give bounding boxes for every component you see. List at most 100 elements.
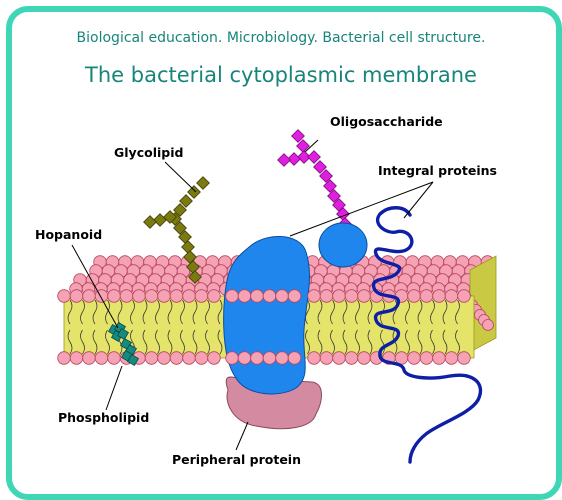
lipid-tail-lower (105, 329, 110, 355)
label-hopanoid: Hopanoid (35, 227, 102, 242)
lipid-tail-upper (442, 299, 448, 325)
lipid-head-bottom (157, 351, 171, 365)
lipid-tail-upper (105, 299, 110, 325)
lipid-tail-upper (430, 299, 435, 325)
leader-line (164, 161, 197, 193)
glycolipid-sugar (196, 176, 210, 190)
leader-line (105, 365, 123, 411)
hopanoid-ring (116, 327, 130, 341)
lipid-head-bottom (344, 351, 359, 365)
lipid-head-bottom (432, 351, 446, 365)
lipid-head-top (69, 289, 84, 303)
leader-line (403, 181, 434, 219)
oligosaccharide-sugar (307, 150, 321, 164)
lipid-head-top (407, 289, 421, 303)
lipid-head-bottom (107, 351, 121, 365)
glycolipid-sugar (183, 250, 197, 264)
lipid-tail-upper (117, 299, 123, 325)
lipid-tail-lower (167, 329, 173, 355)
lipid-head-top (237, 289, 252, 303)
lipid-tail-lower (80, 329, 85, 355)
glycolipid-sugar (181, 240, 195, 254)
label-peripheral-protein: Peripheral protein (172, 452, 301, 467)
label-oligosaccharide: Oligosaccharide (330, 114, 443, 129)
lipid-head-bottom (419, 351, 434, 365)
oligosaccharide-sugar (323, 179, 337, 193)
oligosaccharide-sugar (277, 153, 291, 167)
lipid-head-bottom (144, 351, 159, 365)
glycolipid-sugar (153, 213, 167, 227)
hopanoid-molecule (107, 321, 140, 367)
lipid-head-top (82, 289, 96, 303)
label-phospholipid: Phospholipid (58, 410, 149, 425)
lipid-tail-upper (130, 299, 135, 325)
lipid-tail-upper (355, 299, 360, 325)
lipid-tail-lower (217, 329, 223, 355)
lipid-head-top (119, 289, 134, 303)
lipid-head-bottom (69, 351, 84, 365)
front-lipid-heads (57, 289, 471, 365)
lipid-tail-upper (367, 299, 373, 325)
lipid-head-top (157, 289, 171, 303)
lipid-tail-upper (67, 299, 73, 325)
lipid-tail-upper (180, 299, 185, 325)
oligosaccharide-sugar (297, 150, 311, 164)
lipid-head-top (182, 289, 196, 303)
leader-line (289, 181, 434, 237)
glycolipid-sugar (173, 203, 187, 217)
lipid-head-top (262, 289, 277, 303)
lipid-head-bottom (225, 351, 239, 365)
lipid-head-top (225, 289, 239, 303)
hopanoid-ring (126, 353, 140, 367)
lipid-head-top (94, 289, 109, 303)
oligosaccharide-sugar (319, 169, 333, 183)
lipid-head-bottom (332, 351, 346, 365)
lipid-tail-upper (92, 299, 98, 325)
lipid-head-top (344, 289, 359, 303)
lipid-head-top (287, 289, 302, 303)
glycolipid-sugar (186, 260, 200, 274)
lipid-tail-lower (355, 329, 360, 355)
lipid-head-side (482, 319, 494, 331)
lipid-tail-upper (192, 299, 198, 325)
lipid-head-bottom (237, 351, 252, 365)
lipid-tail-upper (142, 299, 148, 325)
lipid-head-bottom (57, 351, 71, 365)
lipid-tail-upper (342, 299, 348, 325)
lipid-tail-lower (442, 329, 448, 355)
lipid-tail-upper (317, 299, 323, 325)
lipid-tail-lower (430, 329, 435, 355)
lipid-head-top (419, 289, 434, 303)
protein-chain-helix (371, 206, 483, 464)
lipid-tail-upper (80, 299, 85, 325)
integral-protein-large (223, 235, 310, 395)
lipid-head-bottom (207, 351, 221, 365)
lipid-head-bottom (82, 351, 96, 365)
lipid-tail-lower (317, 329, 323, 355)
lipid-head-top (132, 289, 146, 303)
leader-line (71, 244, 119, 329)
lipid-tail-lower (455, 329, 460, 355)
oligosaccharide-sugar (287, 152, 301, 166)
lipid-head-bottom (319, 351, 334, 365)
lipid-head-bottom (307, 351, 321, 365)
glycolipid-sugar (179, 194, 193, 208)
oligosaccharide-sugar (291, 129, 305, 143)
lipid-tail-lower (342, 329, 348, 355)
lipid-head-top (107, 289, 121, 303)
leader-line (304, 139, 319, 153)
lipid-tail-lower (205, 329, 210, 355)
lipid-head-bottom (94, 351, 109, 365)
label-integral-proteins: Integral proteins (378, 163, 497, 178)
lipid-tail-upper (205, 299, 210, 325)
glycolipid-sugar (163, 210, 177, 224)
lipid-tail-lower (92, 329, 98, 355)
lipid-head-bottom (275, 351, 289, 365)
lipid-tail-upper (417, 299, 423, 325)
lipid-head-top (207, 289, 221, 303)
lipid-head-top (144, 289, 159, 303)
lipid-head-top (57, 289, 71, 303)
lipid-tail-lower (180, 329, 185, 355)
lipid-tail-upper (330, 299, 335, 325)
